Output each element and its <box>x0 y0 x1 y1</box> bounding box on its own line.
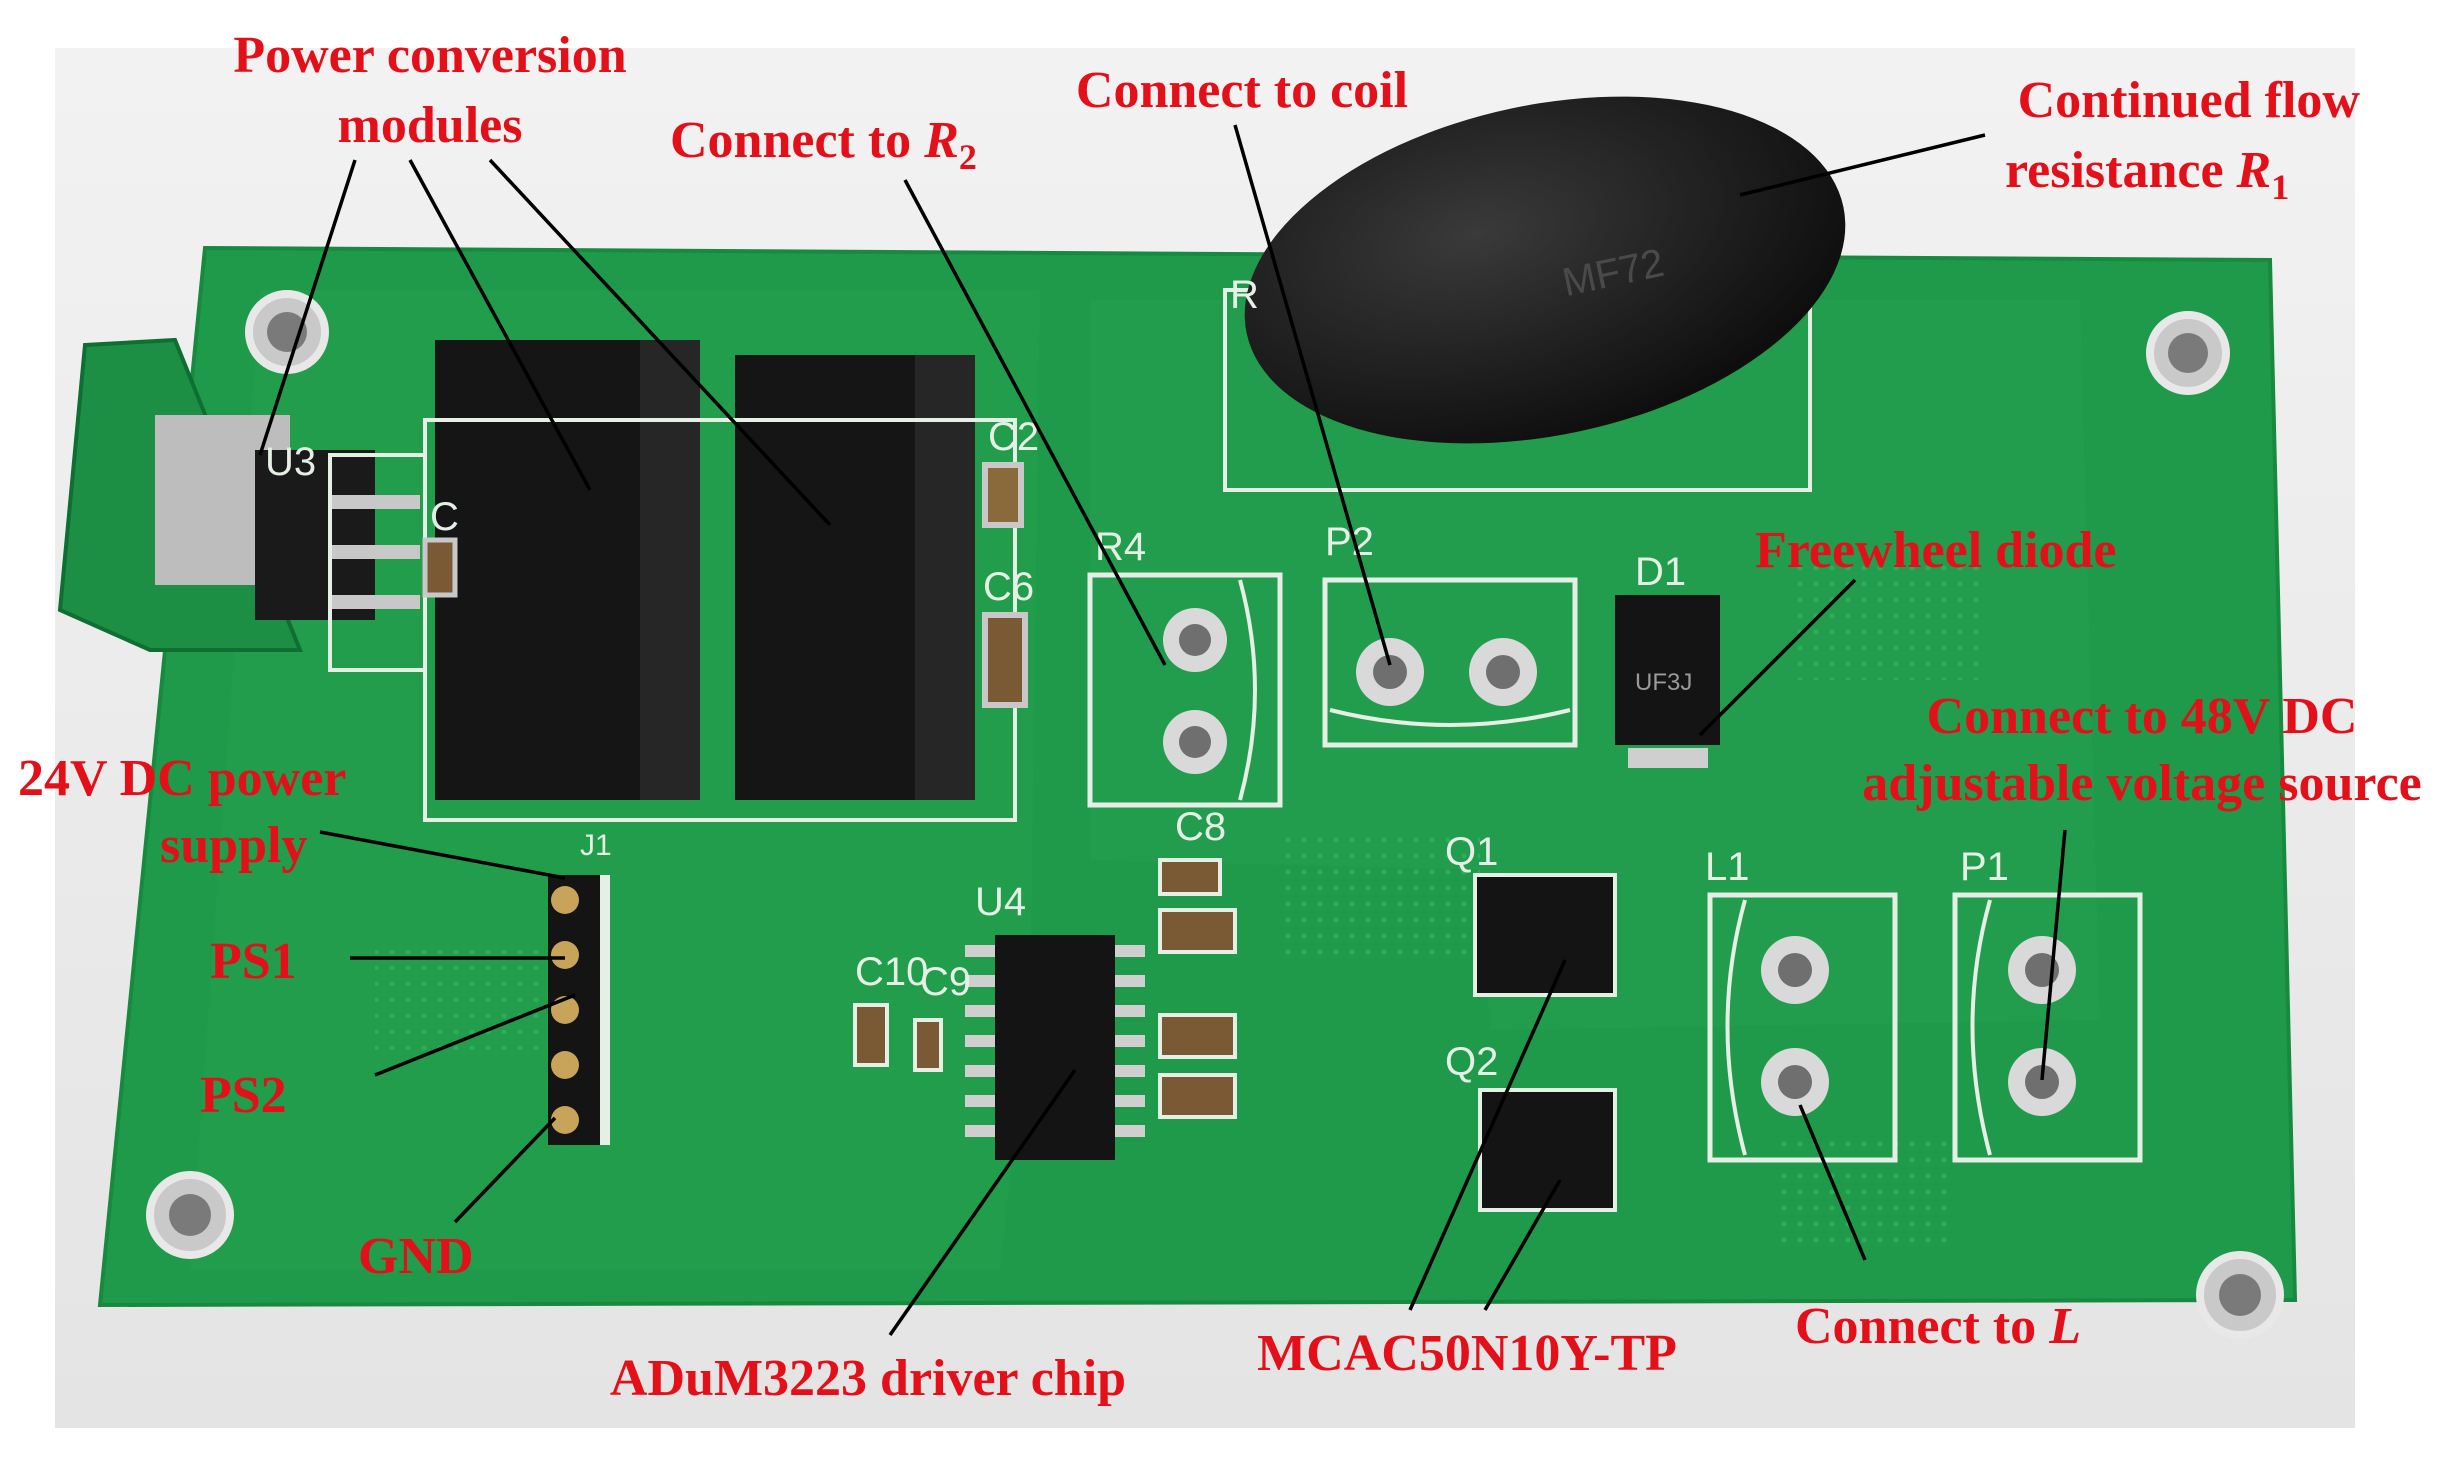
silk-q2: Q2 <box>1445 1040 1498 1084</box>
label-ps2: PS2 <box>200 1067 287 1124</box>
via-field-3 <box>375 950 545 1060</box>
capacitor-c-left <box>422 537 458 598</box>
freewheel-diode-d1: UF3J <box>1615 595 1720 768</box>
mounting-holes <box>146 290 2284 1339</box>
leader-freewheel-diode <box>1698 578 1857 737</box>
power-module-1 <box>435 340 700 800</box>
leader-connect-l <box>1798 1104 1867 1261</box>
silk-c10: C10 <box>855 950 928 994</box>
label-source-line2: adjustable voltage source <box>1862 755 2421 812</box>
label-supply-line2: supply <box>160 817 307 874</box>
silk-r-top: R <box>1230 273 1259 317</box>
header-j1 <box>548 875 610 1145</box>
label-mosfet: MCAC50N10Y-TP <box>1257 1325 1677 1382</box>
leader-driver-chip <box>888 1068 1077 1337</box>
terminal-p2 <box>1322 577 1578 748</box>
terminal-l1 <box>1707 892 1898 1163</box>
mosfet-q2 <box>1478 1088 1617 1212</box>
silk-d1: D1 <box>1635 550 1686 594</box>
silk-p1: P1 <box>1960 845 2009 889</box>
silk-j1: J1 <box>580 829 612 862</box>
leader-mosfet-q2 <box>1483 1179 1562 1311</box>
capacitor-c2 <box>982 462 1024 528</box>
via-field-2 <box>1790 560 1990 680</box>
leader-power-module-regulator <box>258 159 357 456</box>
smd-capacitors <box>853 858 1237 1119</box>
label-connect-l: Connect to L <box>1795 1298 2081 1355</box>
label-continued-flow-line1: Continued flow <box>2018 72 2361 129</box>
leader-connect-coil <box>1233 124 1392 666</box>
leader-power-module-2 <box>488 158 832 527</box>
silk-u4: U4 <box>975 880 1026 924</box>
power-module-2 <box>735 355 975 800</box>
silk-q1: Q1 <box>1445 830 1498 874</box>
silk-c8: C8 <box>1175 805 1226 849</box>
label-supply-line1: 24V DC power <box>18 750 346 807</box>
leader-ps2 <box>374 993 576 1077</box>
mosfet-q1 <box>1473 873 1617 997</box>
via-field-4 <box>1770 1140 1950 1250</box>
label-source-line1: Connect to 48V DC <box>1927 688 2358 745</box>
leader-continued-flow <box>1739 133 1986 197</box>
silk-c9: C9 <box>920 960 971 1004</box>
diode-marking: UF3J <box>1635 669 1692 696</box>
silkscreen-labels: U3 C C2 C6 R4 P2 R D1 C8 U4 C10 C9 Q1 Q2… <box>265 273 2009 1084</box>
leader-connect-r2 <box>903 179 1167 666</box>
regulator-u3 <box>57 337 427 672</box>
label-connect-r2: Connect to R2 <box>670 112 977 177</box>
terminal-r4 <box>1087 572 1283 808</box>
label-power-conversion-line2: modules <box>338 97 523 154</box>
label-connect-coil: Connect to coil <box>1076 62 1408 119</box>
silk-c-left: C <box>430 495 459 539</box>
capacitor-c6 <box>982 612 1028 708</box>
silk-l1: L1 <box>1705 845 1750 889</box>
silk-c6: C6 <box>983 565 1034 609</box>
via-field-1 <box>1280 830 1480 960</box>
silk-u3: U3 <box>265 440 316 484</box>
leader-power-module-1 <box>408 159 592 491</box>
leader-gnd <box>453 1116 557 1224</box>
label-power-conversion-line1: Power conversion <box>233 27 626 84</box>
leader-24v-supply <box>319 830 566 880</box>
label-driver-chip: ADuM3223 driver chip <box>610 1350 1126 1407</box>
label-freewheel-diode: Freewheel diode <box>1755 522 2117 579</box>
label-continued-flow-line2: resistance R1 <box>2005 142 2289 207</box>
leader-voltage-source <box>2040 829 2067 1081</box>
leader-mosfet-q1 <box>1408 959 1567 1311</box>
annotations: Power conversion modules Connect to R2 C… <box>18 27 2422 1407</box>
driver-chip-u4 <box>965 935 1145 1160</box>
label-gnd: GND <box>358 1228 474 1285</box>
resistor-r1: MF72 <box>1244 96 1846 444</box>
leader-lines <box>258 124 2067 1337</box>
silk-c2: C2 <box>988 415 1039 459</box>
label-ps1: PS1 <box>210 933 297 990</box>
